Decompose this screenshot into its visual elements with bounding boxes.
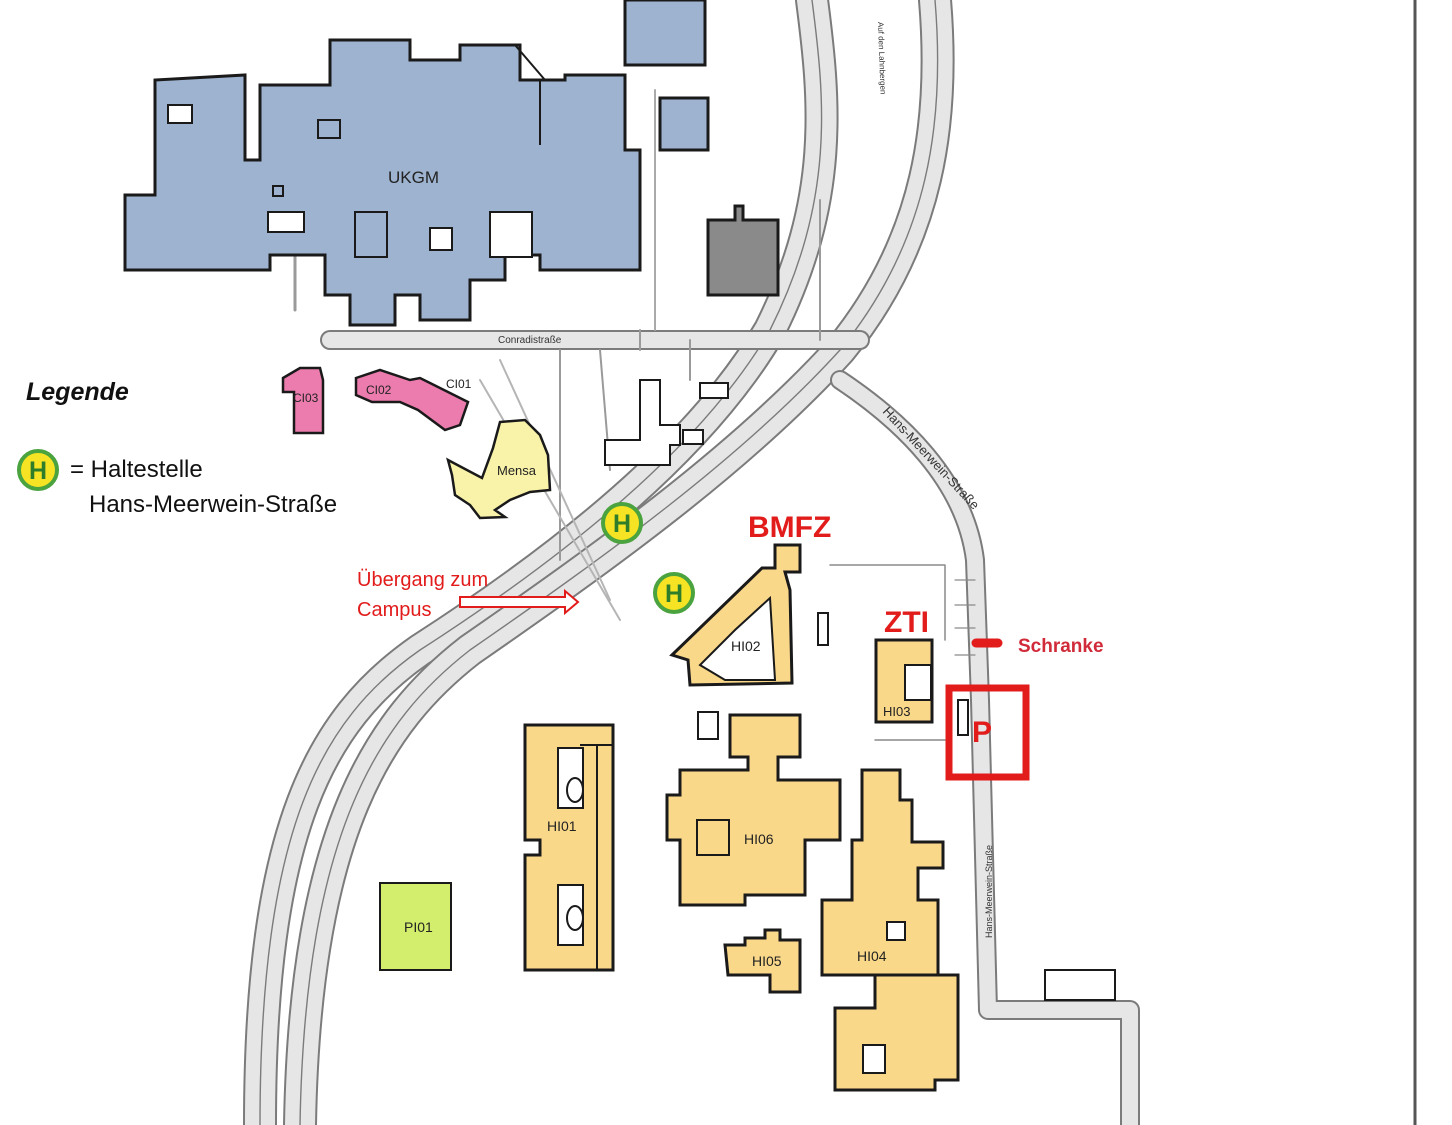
- conradistrasse-label: Conradistraße: [498, 335, 562, 346]
- legend-stop-name: Hans-Meerwein-Straße: [89, 491, 338, 518]
- mensa-label: Mensa: [497, 463, 537, 478]
- small-outline-buildings: [604, 379, 1116, 1001]
- hmw-diagonal-label: Hans-Meerwein-Straße: [880, 404, 983, 513]
- hi01-label: HI01: [547, 818, 577, 834]
- parking-box: [945, 684, 1030, 781]
- legend-stop-symbol: H: [29, 457, 47, 485]
- bus-stop-north-symbol: H: [613, 510, 631, 538]
- ukgm-label: UKGM: [388, 168, 439, 187]
- ci02-building: [354, 368, 470, 432]
- hi03-label: HI03: [883, 704, 910, 719]
- zti-label: ZTI: [884, 606, 929, 639]
- crossing-label-line2: Campus: [357, 599, 431, 621]
- hi04-building: [820, 768, 945, 992]
- ci01-label: CI01: [446, 377, 472, 391]
- pi01-label: PI01: [404, 919, 433, 935]
- legend-stop-icon: H: [17, 449, 59, 491]
- hi04-extension: [833, 973, 960, 1092]
- ci03-building: [281, 366, 325, 435]
- bus-stop-south-symbol: H: [665, 580, 683, 608]
- ci-buildings: [281, 366, 470, 435]
- hi01-building: [523, 723, 615, 972]
- grey-building: [706, 204, 780, 297]
- hi06-building: [665, 713, 842, 907]
- ci03-label: CI03: [293, 391, 319, 405]
- pi01-building: [379, 882, 452, 971]
- lahnberge-label: Auf den Lahnbergen: [876, 22, 888, 95]
- crossing-arrow: [459, 588, 580, 616]
- crossing-label-line1: Übergang zum: [357, 569, 488, 591]
- hi05-label: HI05: [752, 953, 782, 969]
- bus-stop-south: H: [653, 572, 695, 614]
- schranke-label: Schranke: [1018, 636, 1104, 657]
- hmw-vertical-label: Hans-Meerwein-Straße: [984, 845, 994, 938]
- hi04-label: HI04: [857, 948, 887, 964]
- bmfz-label: BMFZ: [748, 511, 831, 544]
- hi06-label: HI06: [744, 831, 774, 847]
- ukgm-building: [123, 0, 710, 327]
- ci02-label: CI02: [366, 383, 392, 397]
- legend-title: Legende: [26, 378, 129, 406]
- hi02-label: HI02: [731, 638, 761, 654]
- mensa-building: [446, 418, 552, 520]
- bus-stop-north: H: [601, 502, 643, 544]
- parking-label: P: [972, 716, 992, 749]
- legend-stop-description: = Haltestelle: [70, 456, 203, 483]
- hi05-building: [723, 928, 802, 994]
